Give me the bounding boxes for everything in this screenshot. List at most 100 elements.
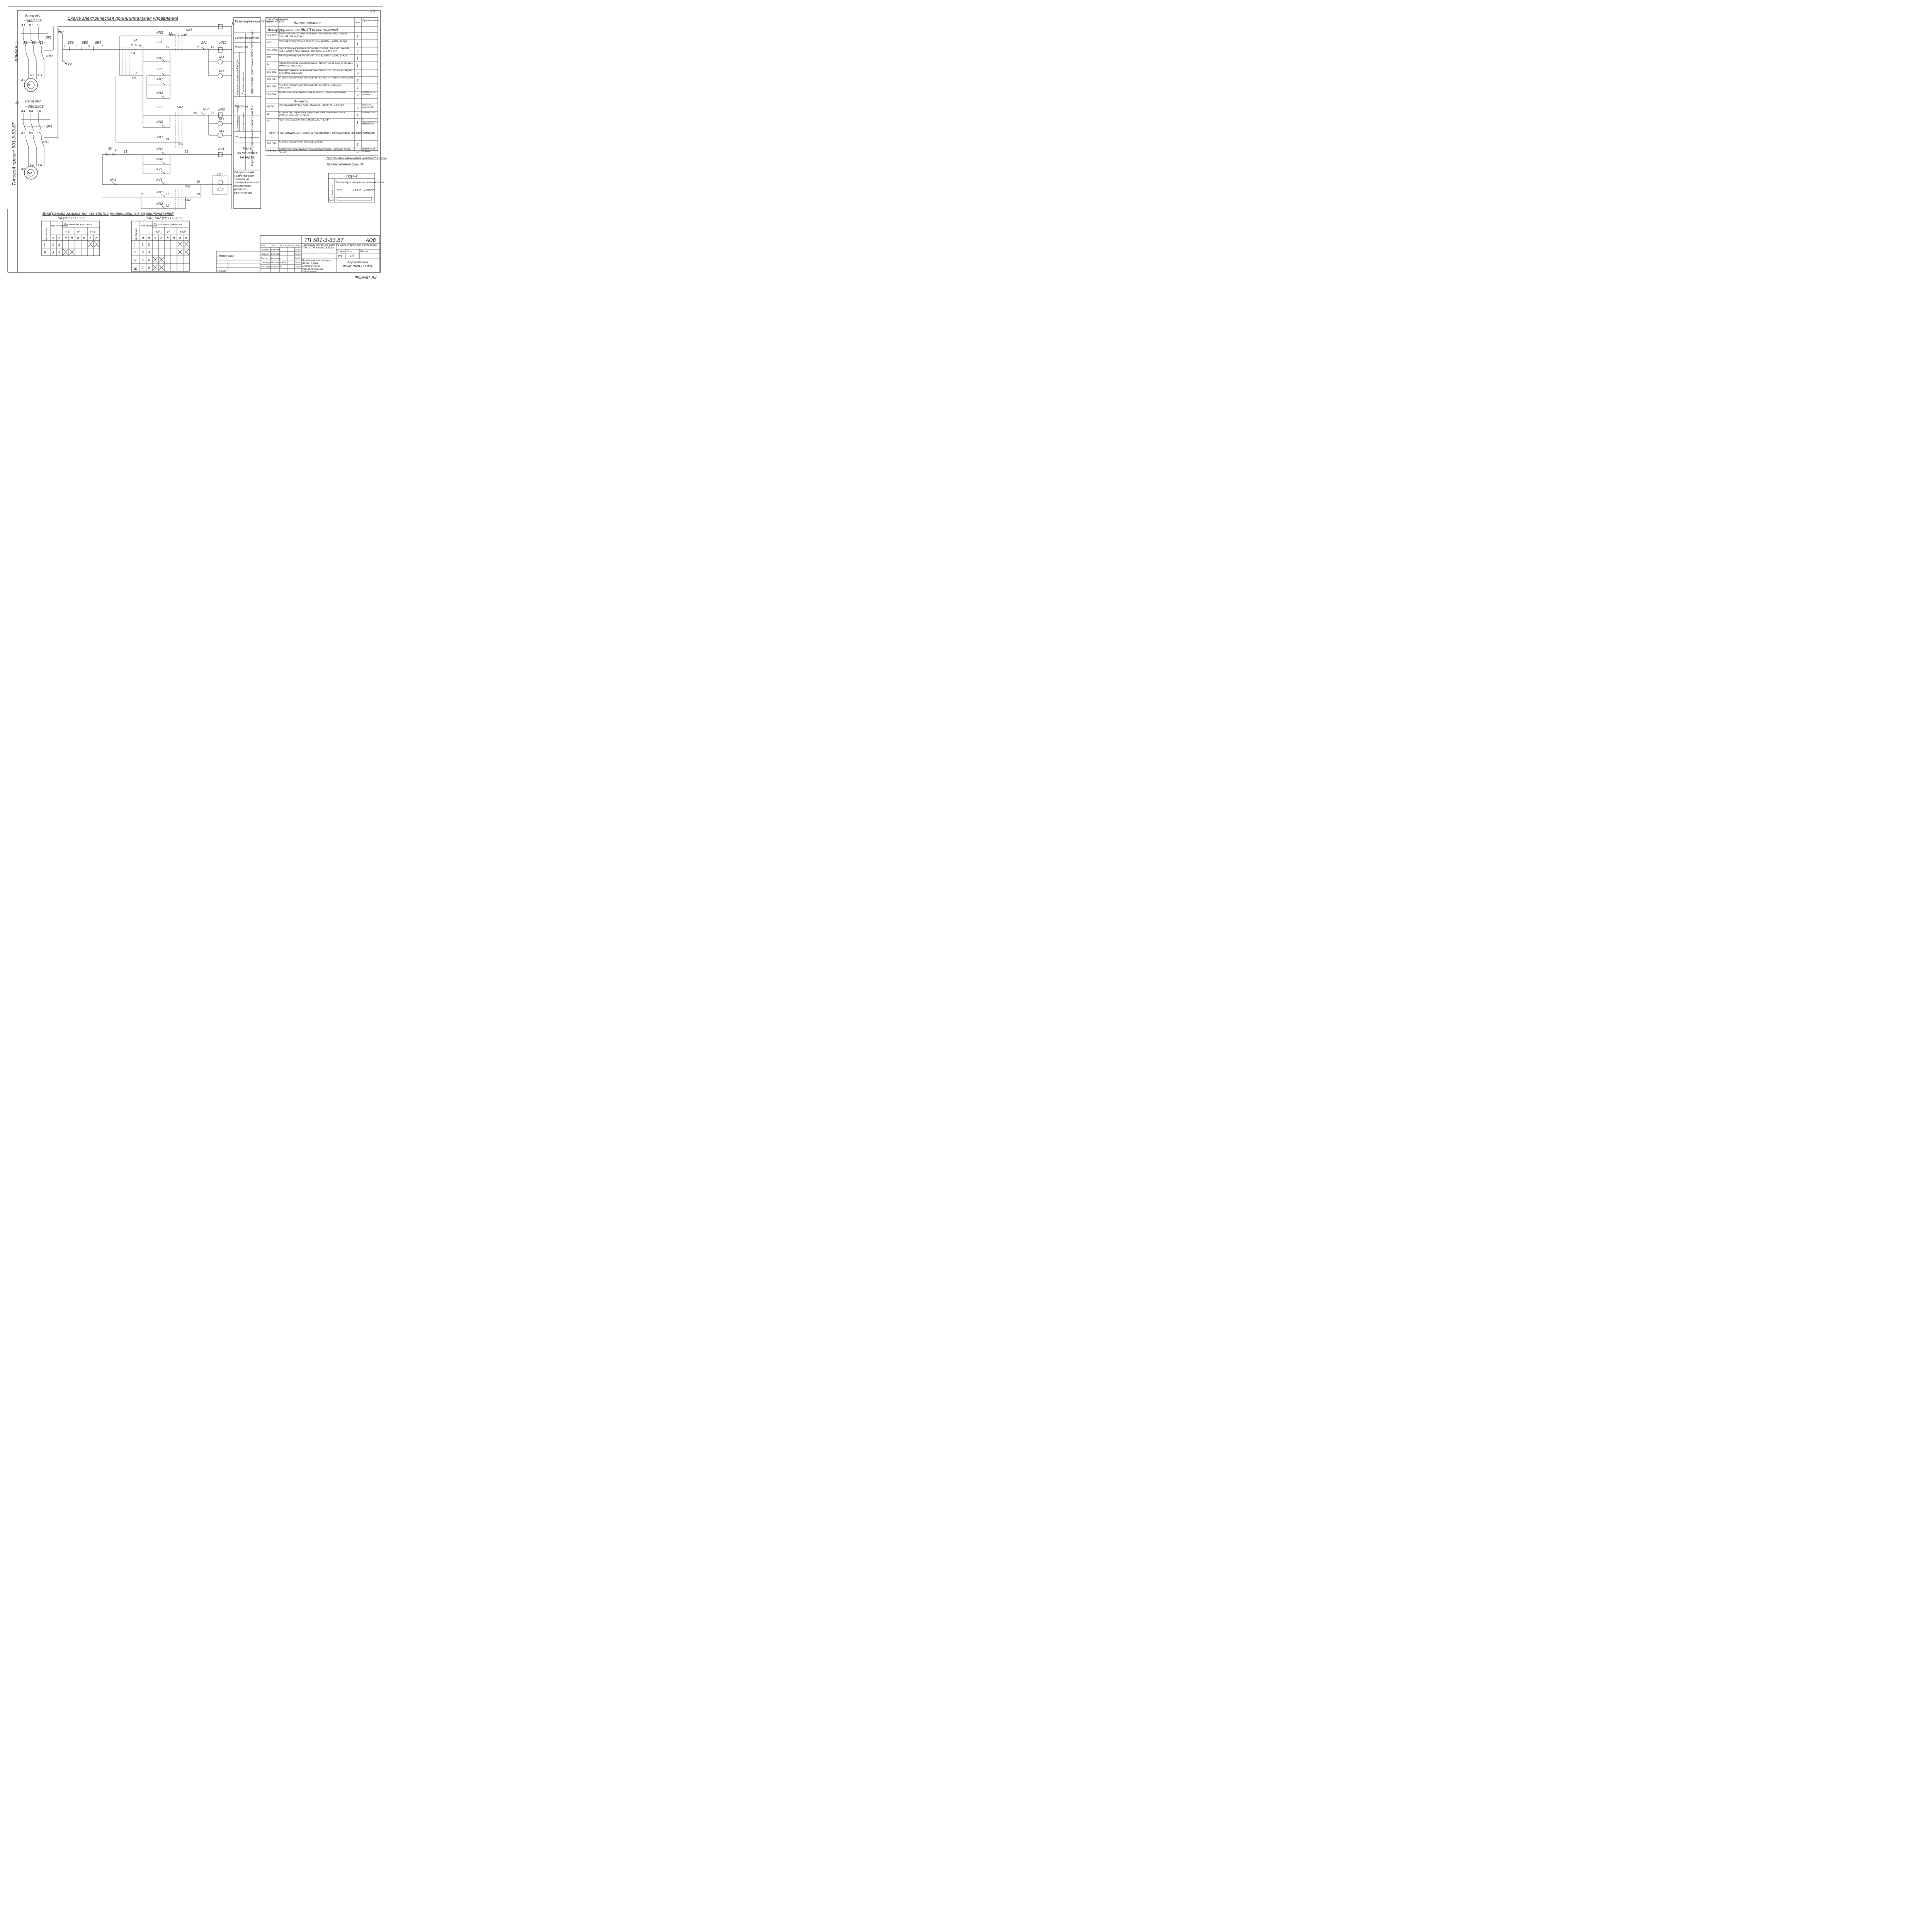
section-number: II xyxy=(44,251,46,254)
spec-name: Арматура сигнальная типа АС4201, с лампо… xyxy=(279,92,346,94)
svg-text:№№ контактов: №№ контактов xyxy=(51,225,68,227)
svg-text:KV1: KV1 xyxy=(110,178,116,182)
stamp-role: Нач.отд. xyxy=(261,266,270,268)
svg-text:QF2: QF2 xyxy=(46,125,53,128)
motor-m1-symbol xyxy=(24,78,38,92)
svg-text:С2: С2 xyxy=(39,41,44,44)
svg-text:33: 33 xyxy=(185,150,189,153)
stamp-name: Головник xyxy=(271,266,282,268)
spec-pos: М1 М2 xyxy=(267,105,274,108)
spec-name: Кнопка управления типа КЕ-011У3, исп.5, … xyxy=(279,84,342,89)
svg-text:Сигнализация на ЯУПДУ: Сигнализация на ЯУПДУ xyxy=(236,60,239,95)
spec-qty: 2 xyxy=(357,35,359,38)
spec-name: Кнопка управления типа КЕ-011У3, исп.4, … xyxy=(279,77,354,79)
spec-pos: КМ1 КМ2 xyxy=(267,49,278,51)
svg-text:KV1: KV1 xyxy=(218,147,224,151)
svg-text:П: П xyxy=(58,237,61,240)
spec-qty: 1 xyxy=(357,121,359,124)
svg-text:Шкаф управления ЯШУП (в вентка: Шкаф управления ЯШУП (в венткамере) xyxy=(268,28,338,32)
side-number: 23 xyxy=(15,101,19,104)
svg-text:Д: Д xyxy=(139,43,141,46)
spec-name: Электродвигатель типа 4АА50В4 ~380В, N=0… xyxy=(279,104,344,107)
power-input-1: Ввод №1 ~380/220В А1 В1 С1 QF1 А2 В2 С2 … xyxy=(21,14,54,92)
svg-text:Местное: Местное xyxy=(235,105,248,108)
svg-text:+200°С: +200°С xyxy=(363,189,374,192)
svg-text:1: 1 xyxy=(64,44,66,48)
spec-section2: По месту xyxy=(294,100,308,103)
hl1-lamp xyxy=(218,59,223,65)
spec-note: светофильтр зеленый xyxy=(362,148,375,153)
spec-qty: 2 xyxy=(357,86,359,90)
svg-text:KM1: KM1 xyxy=(219,41,226,44)
input2-title: Ввод №2 xyxy=(25,100,41,104)
stamp-sheet-title: Приточная вентиляция П1,П2. Схема электр… xyxy=(302,259,331,272)
svg-text:В4: В4 xyxy=(29,109,33,113)
svg-text:7: 7 xyxy=(101,44,103,48)
spec-qty: 1 xyxy=(357,114,359,117)
svg-text:В5: В5 xyxy=(29,131,33,135)
power-input-2: Ввод №2 ~380/220В А4 В4 С4 QF2 А5 В5 С5 … xyxy=(21,66,58,180)
svg-text:А4: А4 xyxy=(21,109,26,113)
svg-text:В2: В2 xyxy=(32,41,36,44)
svg-text:SA2: SA2 xyxy=(177,105,183,109)
spec-pos: SA1 SA2 xyxy=(267,71,277,73)
svg-text:6: 6 xyxy=(148,259,150,262)
svg-text:11: 11 xyxy=(168,32,172,36)
motor-m2-label: М2 xyxy=(28,172,32,175)
stamp-date: 5.02.87 xyxy=(295,266,301,268)
svg-text:Кол.: Кол. xyxy=(355,21,361,24)
spec-note: заказан в разделе ОВ xyxy=(362,104,374,109)
svg-text:П: П xyxy=(160,237,163,240)
svg-text:1: 1 xyxy=(142,243,144,247)
motor-m1-label: М1 xyxy=(28,84,32,87)
svg-text:Л: Л xyxy=(141,237,144,240)
title-block: ТП 501-3-33.87 АОВ Тепловозо-вагонное де… xyxy=(260,235,380,273)
svg-text:С3: С3 xyxy=(38,73,42,77)
input1-phase-b: В1 xyxy=(29,24,33,27)
svg-text:4: 4 xyxy=(58,251,60,254)
stamp-mark: АОВ xyxy=(366,238,376,243)
svg-text:Примечание: Примечание xyxy=(362,19,379,22)
stamp-role: Разраб. xyxy=(261,249,269,251)
svg-text:Сигнализация на ЯУПДУ: Сигнализация на ЯУПДУ xyxy=(237,103,239,131)
stamp-date: 5.02.87 xyxy=(295,249,301,251)
stamp-role: Провер. xyxy=(261,253,270,255)
svg-text:раб.: раб. xyxy=(181,33,187,36)
spec-pos: ПС xyxy=(267,120,270,123)
svg-text:SB3: SB3 xyxy=(156,105,163,109)
svg-text:-45°: -45° xyxy=(155,230,160,233)
kv2-coil xyxy=(218,24,223,29)
svg-text:М: М xyxy=(131,43,133,46)
svg-text:7: 7 xyxy=(142,266,144,270)
spec-pos: SB2 SB4 xyxy=(267,85,277,88)
svg-text:С5: С5 xyxy=(37,131,41,135)
svg-text:Датчик температуры SK: Датчик температуры SK xyxy=(326,163,364,166)
spec-qty: 2 xyxy=(357,94,359,97)
svg-text:SB4: SB4 xyxy=(95,41,101,44)
svg-text:Дистанционное: Дистанционное xyxy=(243,113,245,131)
spec-qty: 2 xyxy=(357,71,359,75)
svg-text:+45°: +45° xyxy=(90,230,97,233)
spec-name: Устройство терморегулирующее электрическ… xyxy=(279,112,345,117)
svg-text:рез.: рез. xyxy=(170,33,176,36)
spec-name: Пост сигнальный типа ЗВЛП-220, ~220В xyxy=(279,119,329,121)
section-number: III xyxy=(134,259,137,262)
svg-text:0°: 0° xyxy=(167,230,170,233)
control-circuit xyxy=(58,24,232,211)
svg-text:SA1: SA1 xyxy=(185,185,191,188)
hl3-lamp xyxy=(218,73,223,78)
tied-block: Привязан: Инв.№ xyxy=(216,251,260,273)
svg-text:№№ контактов: №№ контактов xyxy=(140,225,157,227)
hl4-lamp xyxy=(218,133,223,138)
svg-text:2: 2 xyxy=(148,243,150,247)
svg-text:HL2: HL2 xyxy=(219,118,224,121)
qf1-label: QF1 xyxy=(46,36,52,39)
spec-pos: SA xyxy=(267,63,270,66)
svg-text:Листов: Листов xyxy=(360,250,368,253)
svg-text:Сблокированное: Сблокированное xyxy=(235,136,259,139)
svg-text:Диаграмма замыкания контактов: Диаграмма замыкания контактов термодатчи… xyxy=(326,156,386,160)
svg-text:13: 13 xyxy=(140,46,144,49)
